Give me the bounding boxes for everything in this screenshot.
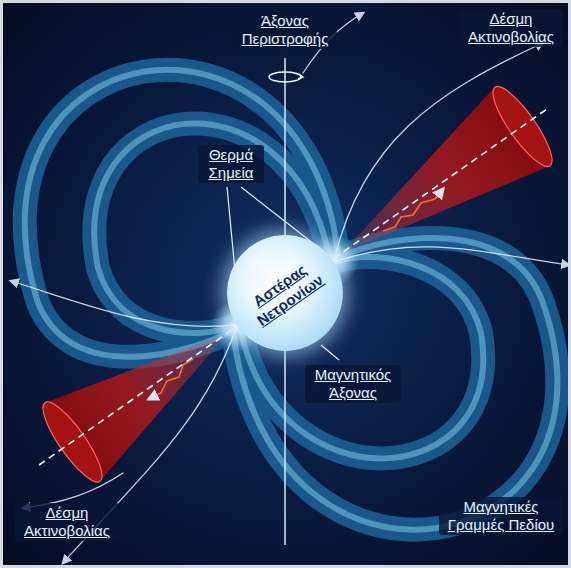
neutron-star: Αστέρας Νετρονίων bbox=[227, 235, 343, 351]
axis-label: Άξονας Περιστροφής bbox=[233, 11, 337, 49]
beam-label: Δέσμη Ακτινοβολίας bbox=[15, 503, 119, 541]
hotspot-label: Θερμά Σημεία bbox=[198, 145, 264, 183]
star-label: Αστέρας Νετρονίων bbox=[235, 251, 334, 336]
axis-label: Μαγνητικός Άξονας bbox=[305, 365, 401, 403]
field-lines-label: Μαγνητικές Γραμμές Πεδίου bbox=[439, 497, 563, 535]
beam-label: Δέσμη Ακτινοβολίας bbox=[459, 9, 563, 47]
